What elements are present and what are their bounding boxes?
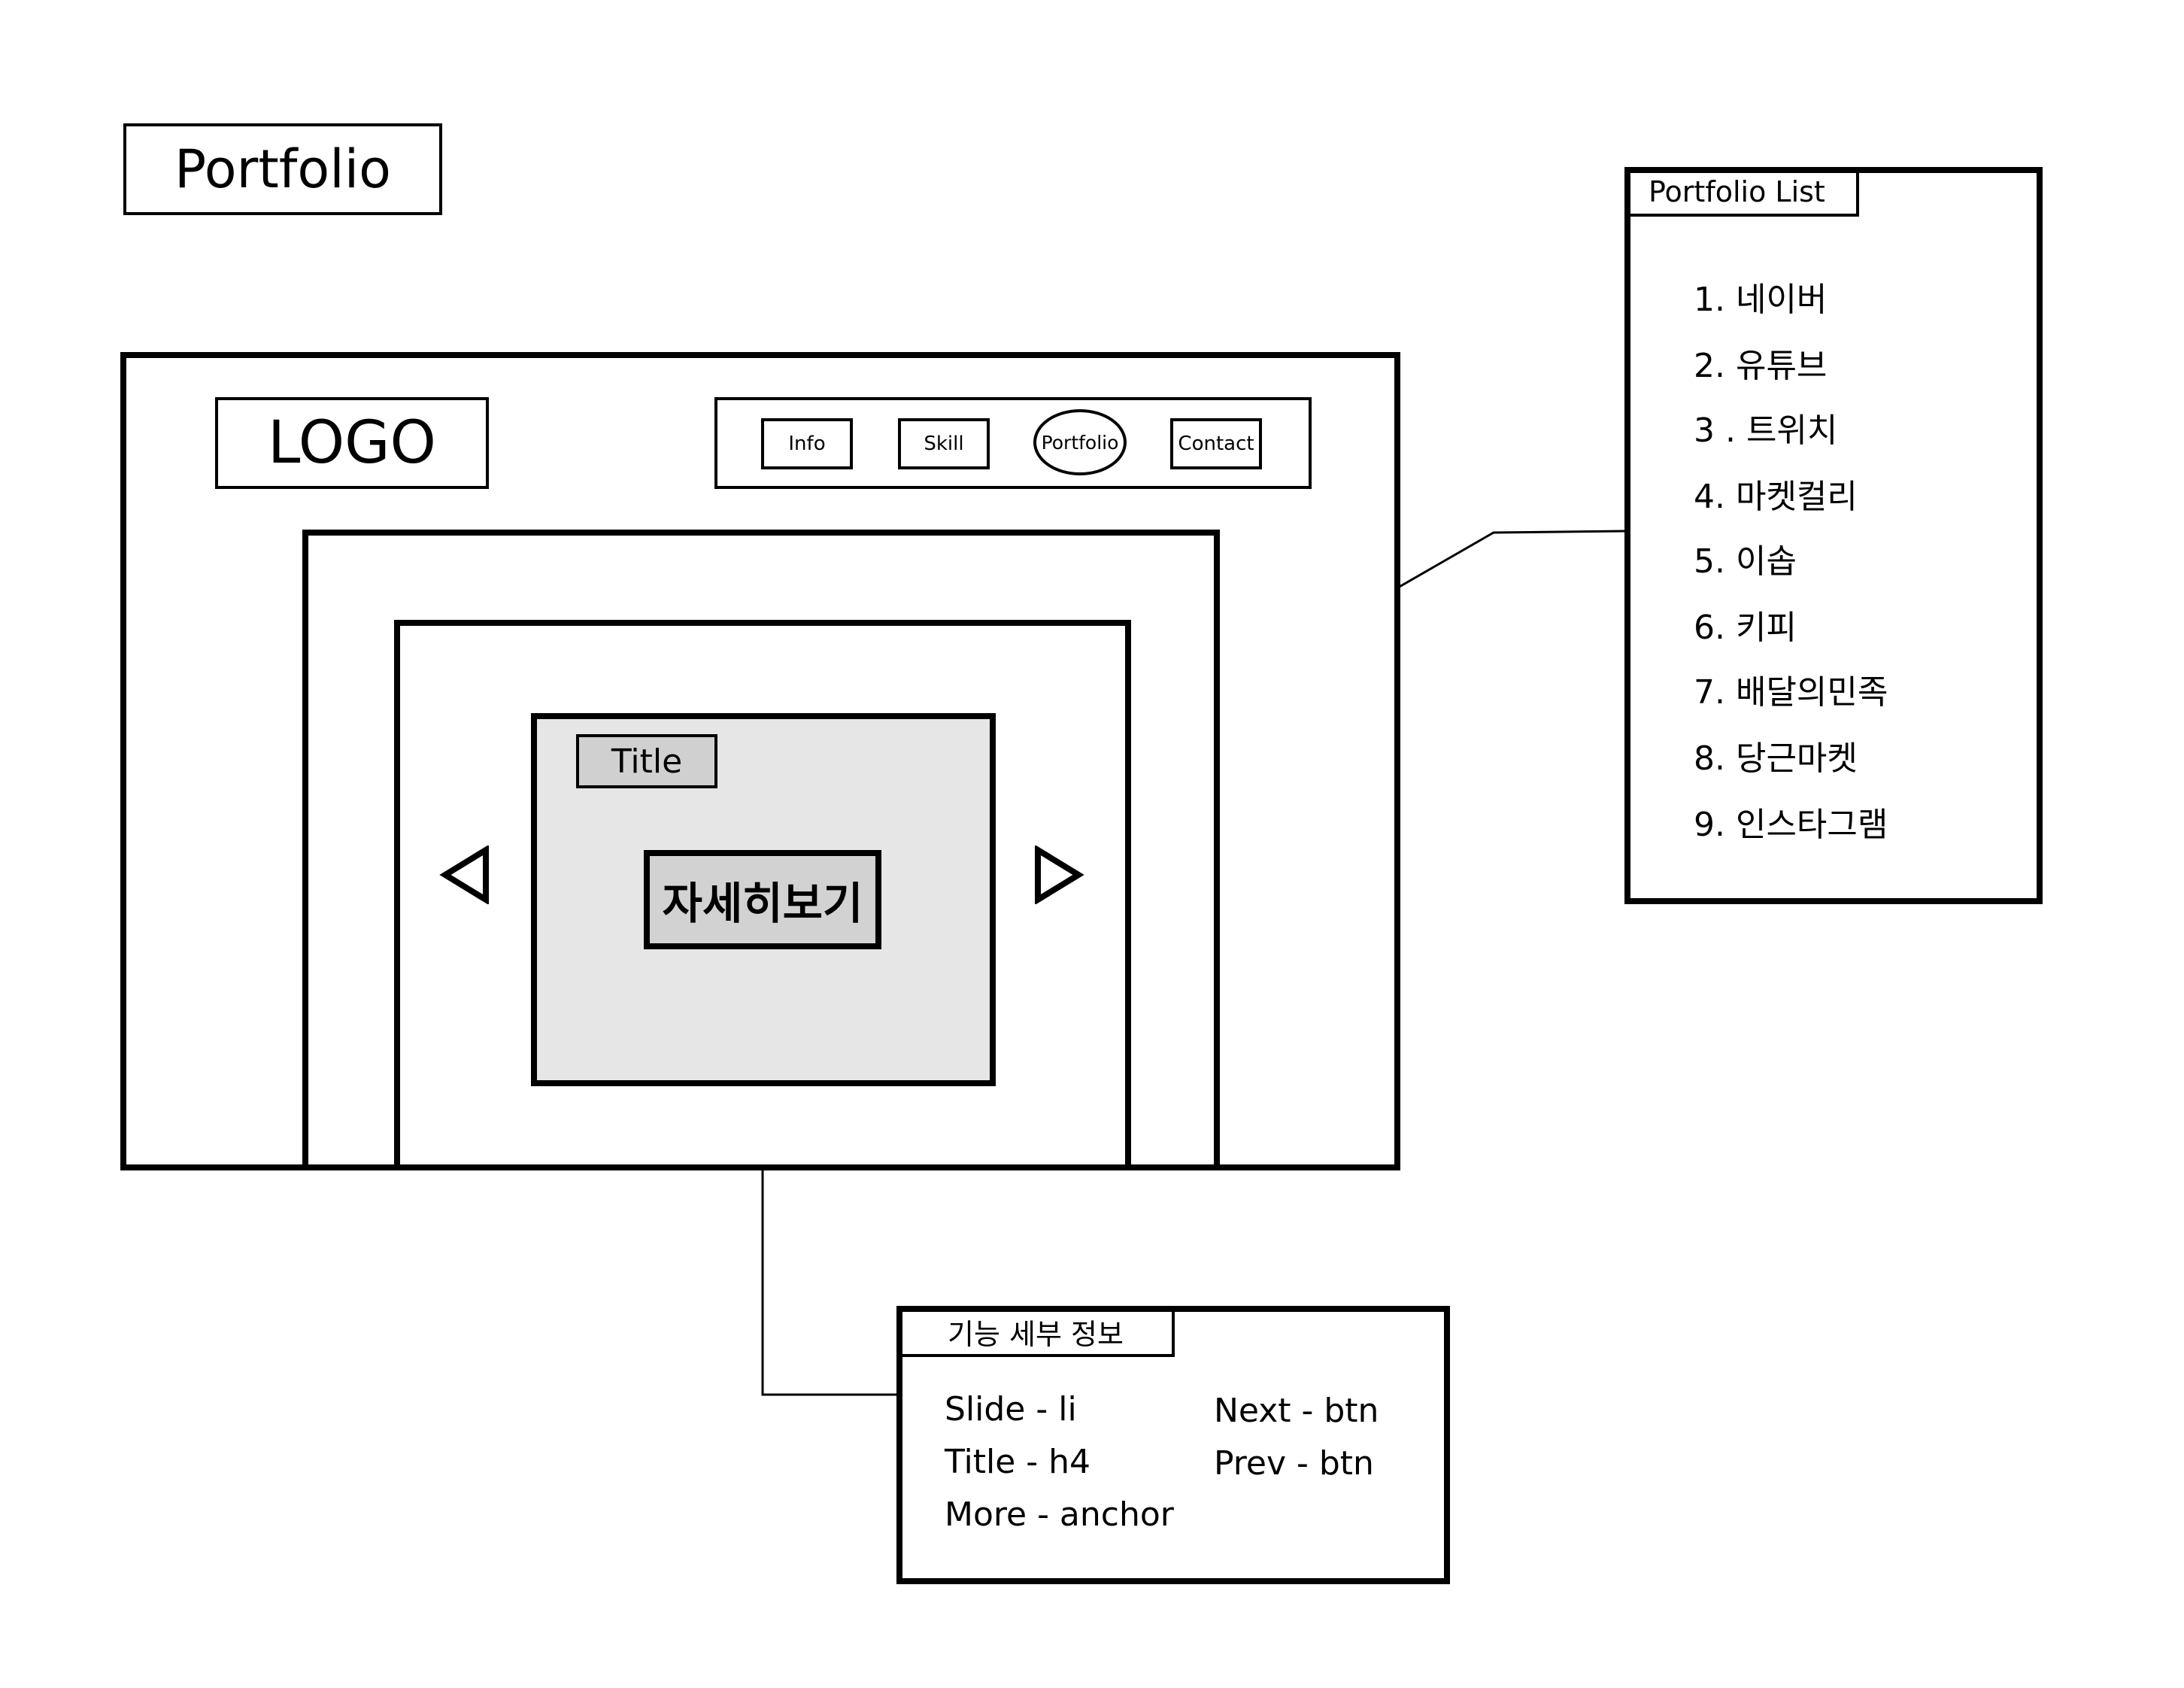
- more-button[interactable]: 자세히보기: [644, 850, 881, 949]
- list-item: 8. 당근마켓: [1694, 739, 1858, 778]
- list-item: 2. 유튜브: [1694, 347, 1828, 385]
- list-item: 7. 배달의민족: [1694, 673, 1888, 712]
- list-item: 5. 이솝: [1694, 542, 1797, 581]
- detail-item: Prev - btn: [1214, 1444, 1374, 1483]
- triangle-left-icon[interactable]: [439, 846, 492, 904]
- logo: LOGO: [215, 397, 489, 489]
- nav-item-portfolio[interactable]: Portfolio: [1033, 409, 1127, 475]
- detail-item: Slide - li: [945, 1390, 1077, 1428]
- detail-item: Next - btn: [1214, 1392, 1379, 1430]
- slide-title: Title: [576, 734, 717, 788]
- nav-item-skill[interactable]: Skill: [898, 418, 990, 469]
- page-title: Portfolio: [123, 123, 442, 215]
- triangle-right-icon[interactable]: [1032, 846, 1084, 904]
- list-item: 9. 인스타그램: [1694, 806, 1888, 844]
- portfolio-list-heading: Portfolio List: [1627, 170, 1859, 217]
- list-item: 6. 키피: [1694, 609, 1797, 647]
- portfolio-list-panel: [1624, 167, 2043, 904]
- list-item: 1. 네이버: [1694, 281, 1828, 319]
- detail-heading: 기능 세부 정보: [899, 1309, 1175, 1357]
- nav-item-info[interactable]: Info: [761, 418, 853, 469]
- detail-item: More - anchor: [945, 1495, 1174, 1534]
- list-item: 4. 마켓컬리: [1694, 478, 1858, 516]
- nav-item-contact[interactable]: Contact: [1170, 418, 1262, 469]
- detail-item: Title - h4: [945, 1443, 1091, 1481]
- list-item: 3 . 트위치: [1694, 411, 1838, 450]
